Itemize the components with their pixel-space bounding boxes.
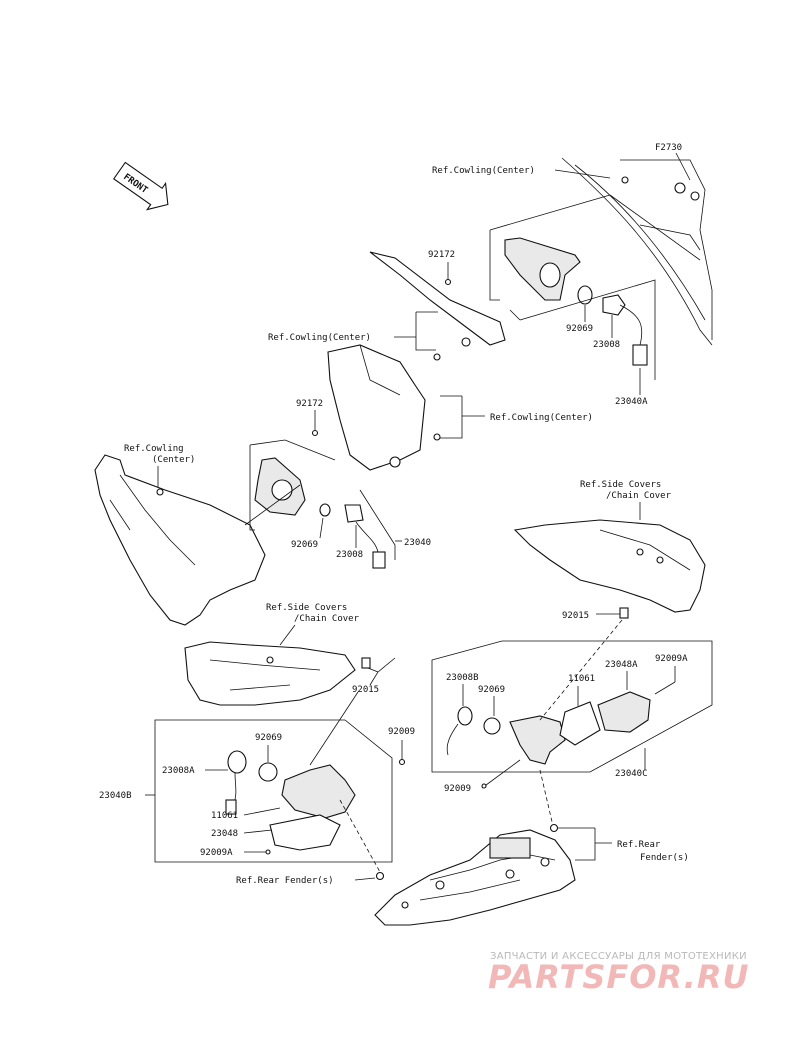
front-cowling-left xyxy=(94,454,266,626)
label-23040b: 23040B xyxy=(99,791,132,801)
label-23040c: 23040C xyxy=(615,769,648,779)
label-23008a: 23008A xyxy=(162,766,195,776)
label-92009a-a: 92009A xyxy=(655,654,688,664)
label-92069-a: 92069 xyxy=(566,324,593,334)
turn-signal-front-right xyxy=(504,237,648,366)
page-code: F2730 xyxy=(655,143,682,153)
label-92069-c: 92069 xyxy=(478,685,505,695)
label-ref-cowling-1: Ref.Cowling xyxy=(124,444,184,454)
label-ref-rear-2: Fender(s) xyxy=(640,853,689,863)
label-ref-cowling-2: (Center) xyxy=(152,455,195,465)
side-cover-left xyxy=(184,641,356,706)
rear-fender xyxy=(374,829,576,926)
label-ref-side-covers-left-2: /Chain Cover xyxy=(294,614,360,624)
watermark-logo: PARTSFOR.RU xyxy=(488,958,750,996)
label-ref-side-covers-right-1: Ref.Side Covers xyxy=(580,480,661,490)
label-11061-a: 11061 xyxy=(568,674,595,684)
label-23008-a: 23008 xyxy=(593,340,620,350)
label-ref-cowling-center-mid: Ref.Cowling(Center) xyxy=(268,333,371,343)
label-23048: 23048 xyxy=(211,829,238,839)
label-92009-a: 92009 xyxy=(444,784,471,794)
label-ref-side-covers-left-1: Ref.Side Covers xyxy=(266,603,347,613)
turn-signal-rear-right xyxy=(446,691,651,765)
label-92009a-b: 92009A xyxy=(200,848,233,858)
label-23008-b: 23008 xyxy=(336,550,363,560)
watermark-tagline: ЗАПЧАСТИ И АКСЕССУАРЫ ДЛЯ МОТОТЕХНИКИ xyxy=(490,951,747,962)
label-92172-a: 92172 xyxy=(428,250,455,260)
front-arrow-icon: FRONT xyxy=(113,161,169,211)
label-23040: 23040 xyxy=(404,538,431,548)
label-ref-side-covers-right-2: /Chain Cover xyxy=(606,491,672,501)
label-92069-d: 92069 xyxy=(255,733,282,743)
side-cover-right xyxy=(513,519,706,613)
label-92069-b: 92069 xyxy=(291,540,318,550)
label-92015-b: 92015 xyxy=(352,685,379,695)
label-ref-rear-1: Ref.Rear xyxy=(617,840,661,850)
middle-cowling-panel xyxy=(327,344,441,471)
label-ref-cowling-center-right: Ref.Cowling(Center) xyxy=(490,413,593,423)
label-92172-b: 92172 xyxy=(296,399,323,409)
label-23040a: 23040A xyxy=(615,397,648,407)
label-23008b: 23008B xyxy=(446,673,479,683)
label-11061-b: 11061 xyxy=(211,811,238,821)
label-ref-rear-fender-left: Ref.Rear Fender(s) xyxy=(236,876,334,886)
label-92009-b: 92009 xyxy=(388,727,415,737)
label-23048a: 23048A xyxy=(605,660,638,670)
cowling-bracket-small xyxy=(369,251,506,361)
label-ref-cowling-center-top: Ref.Cowling(Center) xyxy=(432,166,535,176)
turn-signal-front-left xyxy=(254,457,386,569)
turn-signal-rear-left xyxy=(225,750,356,851)
label-92015-a: 92015 xyxy=(562,611,589,621)
upper-cowling-shape xyxy=(561,157,713,346)
